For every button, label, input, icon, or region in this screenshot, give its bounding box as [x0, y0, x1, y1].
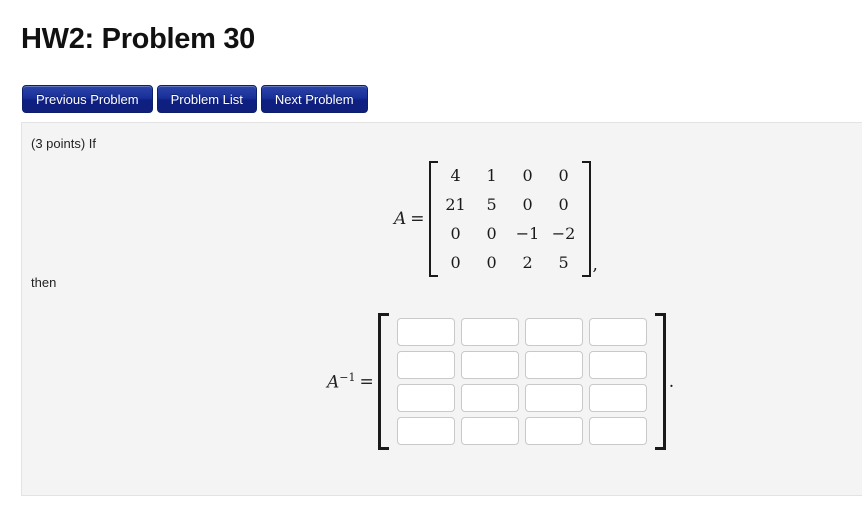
matrix-a-row: 0 0 −1 −2 — [438, 219, 582, 248]
next-problem-button[interactable]: Next Problem — [260, 85, 368, 113]
answer-input-r1c2[interactable] — [460, 318, 519, 346]
matrix-a-cell: 0 — [522, 195, 533, 214]
answer-cell — [460, 384, 519, 412]
answer-cell — [588, 318, 647, 346]
matrix-a-row: 21 5 0 0 — [438, 190, 582, 219]
matrix-a-cell: 0 — [522, 166, 533, 185]
matrix-a-cell: 1 — [486, 166, 497, 185]
answer-input-r1c1[interactable] — [396, 318, 455, 346]
problem-content-panel: (3 points) If A= 4 1 0 0 21 5 — [21, 122, 862, 496]
answer-cell — [524, 384, 583, 412]
matrix-a-cell: 2 — [522, 253, 533, 272]
answer-cell — [460, 351, 519, 379]
answer-input-r3c2[interactable] — [460, 384, 519, 412]
answer-cell — [460, 417, 519, 445]
answer-cell — [524, 318, 583, 346]
matrix-a-cell: −1 — [515, 224, 540, 243]
matrix-a-inverse-label: A−1= — [327, 371, 374, 393]
matrix-a-inverse-equals-sign: = — [359, 372, 374, 393]
answer-input-r1c4[interactable] — [588, 318, 647, 346]
matrix-a-left-bracket — [428, 161, 438, 277]
answer-matrix-right-bracket — [654, 313, 666, 450]
answer-input-r4c4[interactable] — [588, 417, 647, 445]
previous-problem-button[interactable]: Previous Problem — [22, 85, 153, 113]
matrix-a-cell: 0 — [486, 224, 497, 243]
matrix-a-display: A= 4 1 0 0 21 5 0 0 — [394, 161, 598, 277]
answer-cell — [396, 351, 455, 379]
answer-input-r2c2[interactable] — [460, 351, 519, 379]
matrix-a-cell: 0 — [558, 166, 569, 185]
matrix-a-inverse-symbol: A — [327, 372, 340, 393]
answer-cell — [396, 417, 455, 445]
answer-cell — [396, 318, 455, 346]
matrix-a-symbol: A — [394, 209, 407, 229]
matrix-a-trailing-comma: , — [592, 255, 598, 275]
matrix-a-cell: 0 — [450, 224, 461, 243]
matrix-a-row: 0 0 2 5 — [438, 248, 582, 277]
answer-matrix-row — [396, 417, 647, 445]
answer-matrix-row — [396, 318, 647, 346]
answer-input-r2c1[interactable] — [396, 351, 455, 379]
answer-cell — [588, 351, 647, 379]
matrix-a-inverse-answer: A−1= — [327, 313, 674, 450]
answer-input-r4c2[interactable] — [460, 417, 519, 445]
answer-matrix-row — [396, 351, 647, 379]
matrix-a-row: 4 1 0 0 — [438, 161, 582, 190]
answer-cell — [524, 351, 583, 379]
matrix-a-cell: 21 — [445, 195, 466, 214]
problem-points-statement: (3 points) If — [31, 136, 97, 151]
answer-input-r3c1[interactable] — [396, 384, 455, 412]
problem-navigation-bar: Previous Problem Problem List Next Probl… — [22, 85, 368, 113]
answer-matrix-grid — [391, 313, 653, 450]
matrix-a-cell: 0 — [450, 253, 461, 272]
matrix-a-cell: 0 — [558, 195, 569, 214]
answer-cell — [460, 318, 519, 346]
matrix-a-cell: 0 — [486, 253, 497, 272]
matrix-a-equals-sign: = — [410, 209, 425, 229]
problem-list-button[interactable]: Problem List — [156, 85, 257, 113]
matrix-a-right-bracket — [581, 161, 591, 277]
answer-input-r2c3[interactable] — [524, 351, 583, 379]
answer-cell — [396, 384, 455, 412]
answer-input-r4c3[interactable] — [524, 417, 583, 445]
page-title: HW2: Problem 30 — [21, 23, 255, 55]
matrix-a-cell: 4 — [450, 166, 461, 185]
matrix-a-grid: 4 1 0 0 21 5 0 0 0 0 −1 — [438, 161, 582, 277]
answer-input-r3c4[interactable] — [588, 384, 647, 412]
answer-cell — [588, 384, 647, 412]
matrix-a-inverse-exponent: −1 — [339, 370, 356, 384]
answer-matrix-left-bracket — [377, 313, 389, 450]
answer-input-r3c3[interactable] — [524, 384, 583, 412]
answer-cell — [588, 417, 647, 445]
answer-cell — [524, 417, 583, 445]
matrix-a-label: A= — [394, 209, 425, 229]
answer-input-r4c1[interactable] — [396, 417, 455, 445]
answer-input-r1c3[interactable] — [524, 318, 583, 346]
matrix-a-cell: 5 — [486, 195, 497, 214]
matrix-a-cell: −2 — [551, 224, 576, 243]
then-statement: then — [31, 275, 57, 290]
matrix-a-cell: 5 — [558, 253, 569, 272]
answer-matrix-trailing-period: . — [668, 371, 675, 392]
answer-matrix-row — [396, 384, 647, 412]
answer-input-r2c4[interactable] — [588, 351, 647, 379]
